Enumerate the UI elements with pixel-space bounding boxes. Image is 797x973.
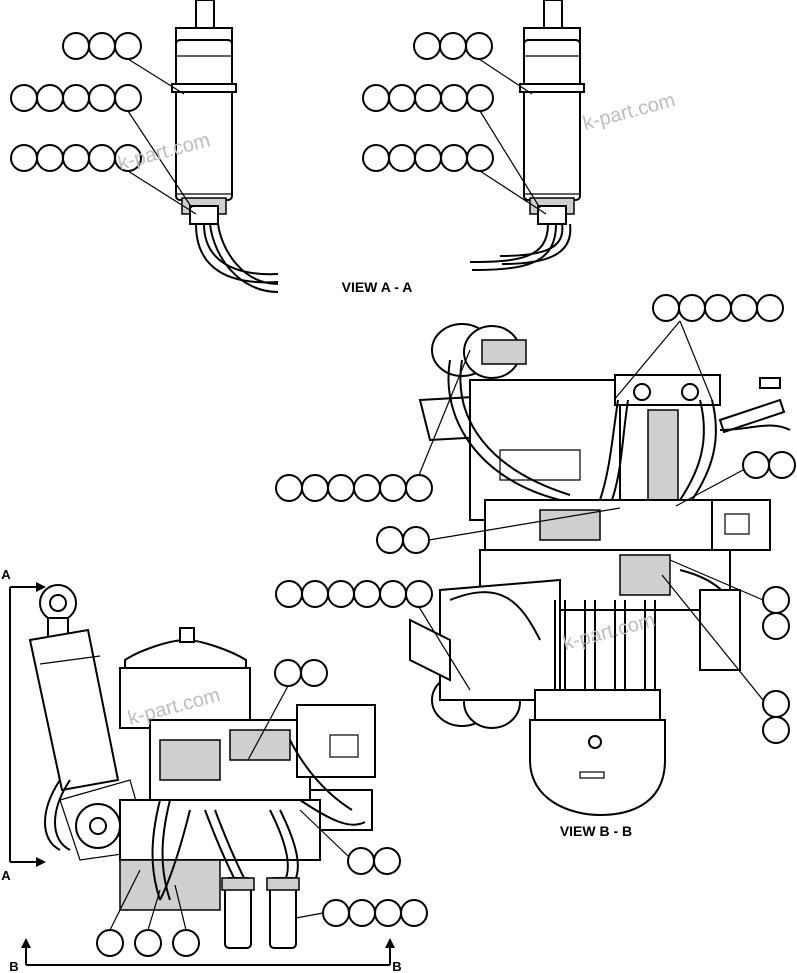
callout-group [274,659,328,687]
view-a-callouts [10,32,547,215]
callout-group [62,32,142,60]
view-a-left-cylinder [171,0,279,293]
callout-single [134,929,162,957]
section-mark-b-right: B [392,959,401,973]
front-view-callouts [96,659,428,957]
callout-group [362,144,494,172]
callout-group [275,580,433,608]
watermark: k-part.com [581,89,678,135]
callout-group [376,526,430,554]
callout-group [275,474,433,502]
view-a-label: VIEW A - A [342,279,413,295]
callout-group [322,899,428,927]
callout-group [10,144,142,172]
section-mark-b-left: B [9,959,18,973]
callout-group [413,32,493,60]
callout-group [347,847,401,875]
callout-single [172,929,200,957]
callout-group [362,84,494,112]
view-a-right-cylinder [469,0,585,271]
view-b-callouts [275,294,796,744]
callout-group [10,84,142,112]
callout-group [762,586,790,640]
section-mark-a-top: A [1,567,11,582]
watermark: k-part.com [561,609,658,655]
callout-group [742,451,796,479]
front-view-assembly [9,582,395,966]
callout-group [652,294,784,322]
section-mark-a-bottom: A [1,868,11,883]
callout-single [96,929,124,957]
callout-group [762,690,790,744]
view-b-assembly [409,323,791,817]
view-b-label: VIEW B - B [560,823,632,839]
